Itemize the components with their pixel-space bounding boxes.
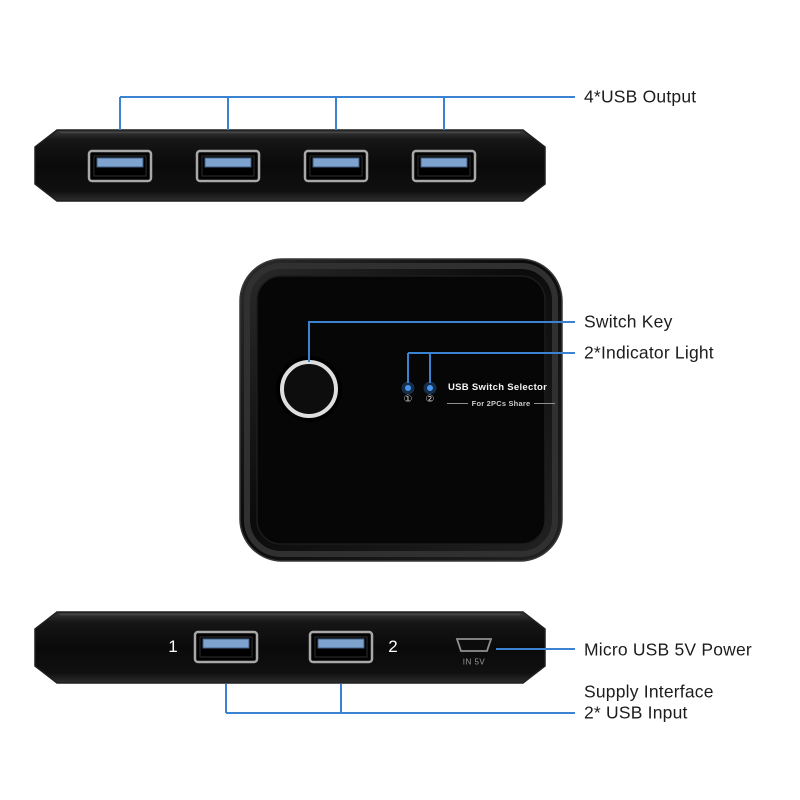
switch-key-callout-line [308,321,575,362]
device-top-edge [34,129,546,202]
usb-input-callout-lines [225,684,575,714]
switch-key-button [276,356,342,422]
usb-output-port-3 [303,149,369,183]
indicator-number-1: ① [403,394,413,405]
device-top-face [239,258,563,562]
usb-output-callout-lines [119,96,575,130]
indicator-lights [401,381,437,395]
subtitle-text: For 2PCs Share [471,399,531,408]
input-port-number-1: 1 [168,637,178,656]
device-bottom-edge [34,611,546,684]
device-subtitle-print: For 2PCs Share [447,399,555,408]
switch-key-label: Switch Key [584,311,673,332]
usb-input-port-1 [193,630,259,664]
power-port-text: IN 5V [462,657,486,667]
usb-output-label: 4*USB Output [584,86,697,107]
usb-output-port-2 [195,149,261,183]
power-label-line-2: Supply Interface [584,681,714,702]
power-label-line-1: Micro USB 5V Power [584,639,752,660]
indicator-callout-lines [407,352,575,383]
device-title-print: USB Switch Selector [448,382,548,393]
usb-input-label: 2* USB Input [584,702,688,723]
indicator-light-label: 2*Indicator Light [584,342,714,363]
micro-usb-power-port [456,638,492,652]
usb-output-port-4 [411,149,477,183]
usb-output-port-1 [87,149,153,183]
usb-input-port-2 [308,630,374,664]
indicator-number-2: ② [425,394,435,405]
subtitle-left-rule [447,403,468,404]
input-port-number-2: 2 [388,637,398,656]
subtitle-right-rule [534,403,555,404]
